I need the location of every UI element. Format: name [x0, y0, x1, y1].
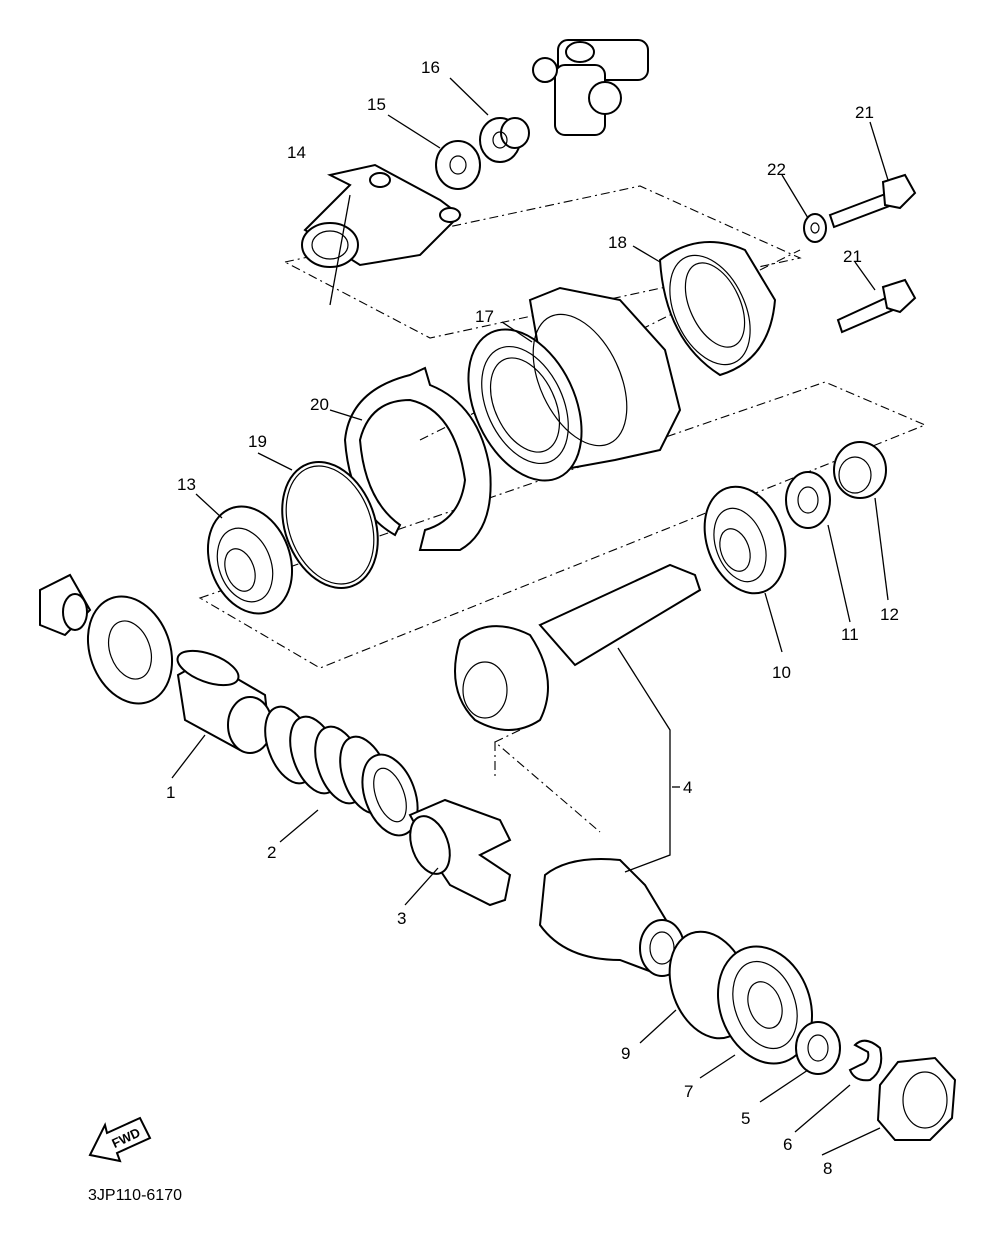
callout-4: 4 — [683, 778, 692, 797]
callout-21-upper: 21 — [855, 103, 874, 122]
bolt-part-21-upper — [828, 173, 917, 229]
callout-18: 18 — [608, 233, 627, 252]
nut-part-16 — [479, 117, 530, 163]
callout-17: 17 — [475, 307, 494, 326]
callout-9: 9 — [621, 1044, 630, 1063]
callout-21-lower: 21 — [843, 247, 862, 266]
ring-gear-part-4 — [538, 858, 687, 977]
diagram-part-code: 3JP110-6170 — [88, 1187, 182, 1204]
ring-part-18 — [658, 241, 777, 377]
callout-15: 15 — [367, 95, 386, 114]
bearing-part-7 — [716, 945, 814, 1065]
callout-3: 3 — [397, 909, 406, 928]
callout-11: 11 — [841, 625, 859, 644]
callout-16: 16 — [421, 58, 440, 77]
washer-part-15 — [435, 140, 481, 190]
universal-joint — [532, 39, 649, 136]
shim-part-11 — [785, 471, 831, 529]
cam-part-3 — [408, 798, 512, 907]
callout-8: 8 — [823, 1159, 832, 1178]
callout-19: 19 — [248, 432, 267, 451]
callout-13: 13 — [177, 475, 196, 494]
callout-2: 2 — [267, 843, 276, 862]
callout-6: 6 — [783, 1135, 792, 1154]
housing-part-17 — [467, 286, 682, 482]
collar-part-1 — [176, 649, 273, 754]
bolt-part-21-lower — [836, 278, 917, 334]
shaft-stub — [39, 573, 92, 637]
callout-12: 12 — [880, 605, 899, 624]
callout-7: 7 — [684, 1082, 693, 1101]
clip-part-6 — [848, 1039, 883, 1082]
callout-labels: 1 2 3 4 5 6 7 8 9 10 11 12 13 14 15 16 1… — [166, 58, 899, 1178]
seal-left — [86, 595, 174, 705]
callout-1: 1 — [166, 783, 175, 802]
fwd-arrow-icon: FWD — [88, 1116, 152, 1163]
callout-20: 20 — [310, 395, 329, 414]
washer-part-5 — [795, 1021, 841, 1075]
spring-part-2 — [264, 705, 419, 837]
bearing-part-13 — [206, 505, 294, 615]
bearing-part-10 — [703, 485, 787, 595]
callout-5: 5 — [741, 1109, 750, 1128]
callout-22: 22 — [767, 160, 786, 179]
leader-lines — [171, 77, 889, 1156]
washer-part-22 — [803, 213, 827, 243]
pinion-shaft-part-4 — [454, 563, 702, 731]
yoke-part-14 — [301, 163, 462, 268]
nut-part-8 — [876, 1056, 957, 1141]
collar-part-12 — [833, 441, 887, 499]
callout-14: 14 — [287, 143, 306, 162]
o-ring-part-19 — [281, 461, 379, 589]
callout-10: 10 — [772, 663, 791, 682]
